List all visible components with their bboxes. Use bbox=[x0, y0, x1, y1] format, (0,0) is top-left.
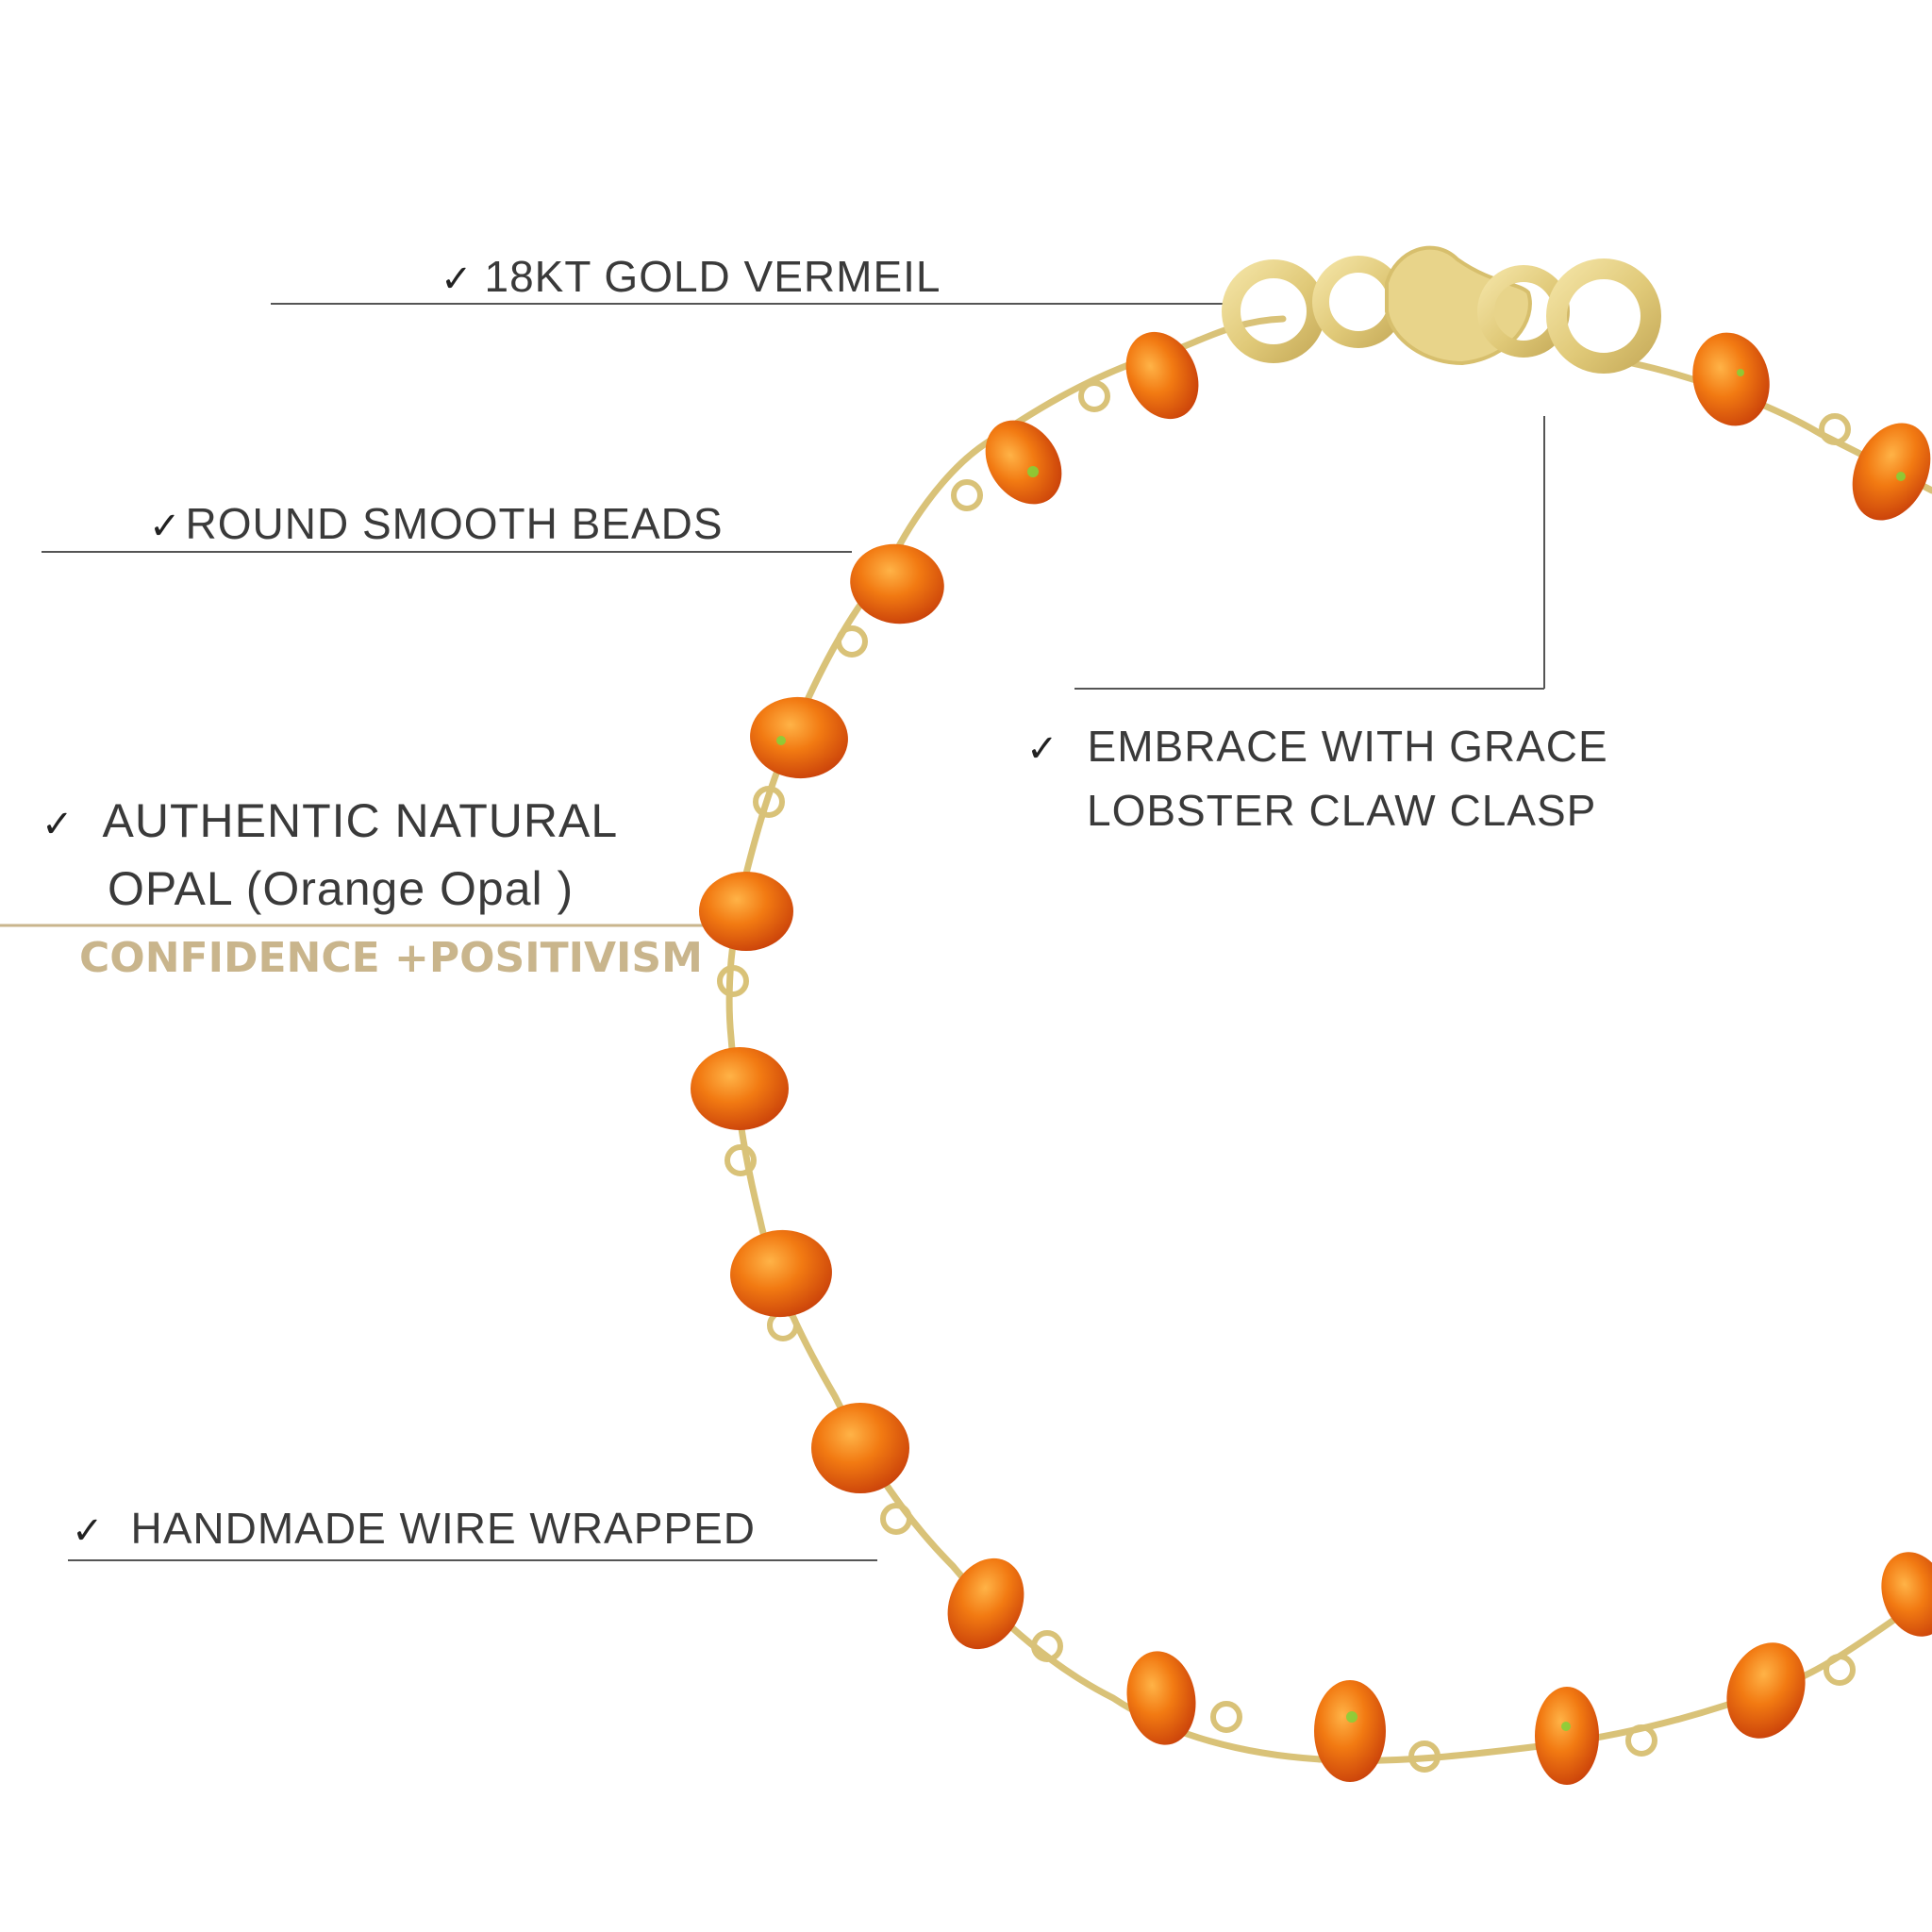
tagline: CONFIDENCE +POSITIVISM bbox=[79, 934, 703, 982]
check-icon: ✓ bbox=[1026, 728, 1059, 770]
opal-bead bbox=[750, 696, 848, 779]
opal-bead bbox=[1535, 1687, 1599, 1785]
opal-bead bbox=[1852, 423, 1931, 521]
feature-clasp-line1: EMBRACE WITH GRACE bbox=[1087, 722, 1608, 771]
check-icon: ✓ bbox=[42, 804, 75, 845]
clasp-ring-right-2 bbox=[1546, 258, 1661, 374]
wire-loops bbox=[717, 380, 1856, 1773]
opal-bead bbox=[1726, 1642, 1806, 1739]
clasp-jump-ring-left bbox=[1222, 259, 1325, 363]
feature-opal-line1: AUTHENTIC NATURAL bbox=[102, 794, 619, 847]
feature-natural-opal: ✓ AUTHENTIC NATURAL OPAL (Orange Opal ) bbox=[42, 797, 618, 912]
feature-handmade-text: HANDMADE WIRE WRAPPED bbox=[130, 1504, 756, 1553]
opal-bead bbox=[1125, 331, 1199, 420]
lobster-claw-clasp bbox=[1222, 245, 1661, 374]
opal-bead bbox=[850, 543, 944, 625]
opal-bead bbox=[947, 1557, 1024, 1650]
feature-lobster-clasp: ✓ EMBRACE WITH GRACE LOBSTER CLAW CLASP bbox=[1026, 724, 1608, 832]
opal-bead bbox=[730, 1229, 832, 1318]
opal-bead bbox=[1692, 332, 1770, 426]
opal-fire-flecks bbox=[776, 369, 1906, 1731]
feature-round-beads: ✓ROUND SMOOTH BEADS bbox=[149, 502, 724, 545]
opal-bead bbox=[985, 420, 1062, 505]
opal-bead bbox=[1126, 1651, 1196, 1745]
feature-gold-vermeil: ✓18KT GOLD VERMEIL bbox=[441, 255, 941, 298]
check-icon: ✓ bbox=[149, 506, 182, 547]
check-icon: ✓ bbox=[441, 258, 474, 300]
feature-round-beads-text: ROUND SMOOTH BEADS bbox=[185, 499, 724, 548]
opal-bead bbox=[691, 1047, 789, 1130]
opal-beads bbox=[691, 331, 1932, 1785]
opal-bead bbox=[699, 872, 793, 951]
check-icon: ✓ bbox=[72, 1510, 105, 1552]
opal-bead bbox=[1314, 1680, 1386, 1782]
opal-bead bbox=[811, 1403, 909, 1493]
feature-opal-line2: OPAL (Orange Opal ) bbox=[108, 862, 575, 915]
feature-gold-vermeil-text: 18KT GOLD VERMEIL bbox=[484, 252, 941, 301]
chain-wire bbox=[725, 315, 1932, 1764]
feature-clasp-line2: LOBSTER CLAW CLASP bbox=[1087, 786, 1597, 835]
feature-handmade: ✓ HANDMADE WIRE WRAPPED bbox=[72, 1507, 756, 1550]
